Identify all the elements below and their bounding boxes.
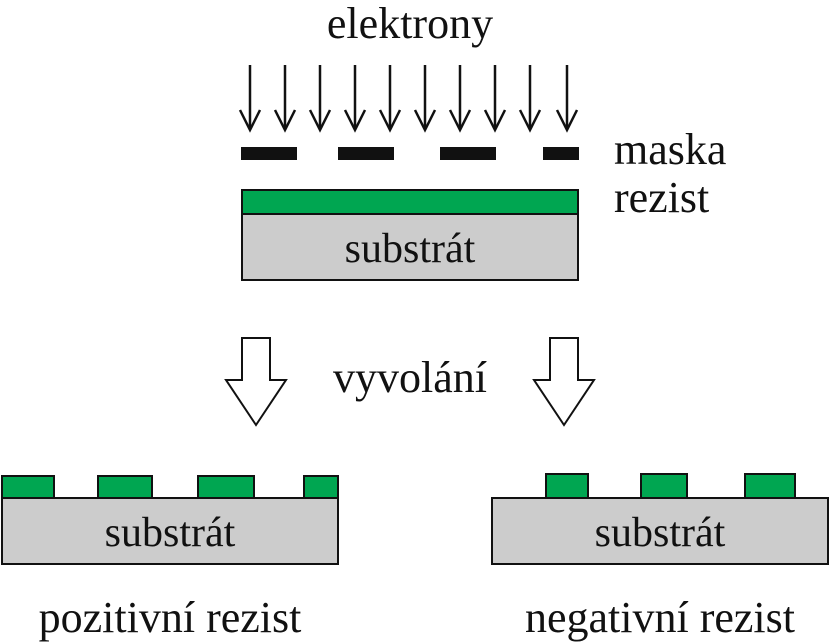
positive-resist-label: pozitivní rezist xyxy=(39,593,302,642)
electron-arrow-icon xyxy=(413,65,437,133)
resist-block xyxy=(197,475,255,499)
development-label: vyvolání xyxy=(333,353,487,402)
resist-block xyxy=(1,475,55,499)
electron-arrow-icon xyxy=(238,65,262,133)
substrate-right xyxy=(491,497,829,565)
resist-block xyxy=(744,473,796,499)
electron-arrows xyxy=(238,65,579,133)
electron-arrow-icon xyxy=(518,65,542,133)
resist-block xyxy=(97,475,153,499)
substrate-left-label: substrát xyxy=(105,510,236,556)
electron-arrow-icon xyxy=(448,65,472,133)
positive-resist-result: substrát xyxy=(1,475,339,565)
development-arrow-right-icon xyxy=(532,337,596,427)
resist-layer xyxy=(241,189,579,215)
beam-label: elektrony xyxy=(327,0,493,48)
substrate-top-label: substrát xyxy=(345,226,476,272)
development-arrow-left-icon xyxy=(224,337,288,427)
mask-segment xyxy=(440,147,496,160)
electron-arrow-icon xyxy=(378,65,402,133)
resist-block xyxy=(303,475,339,499)
resist-block xyxy=(545,473,589,499)
electron-arrow-icon xyxy=(483,65,507,133)
substrate-left xyxy=(1,497,339,565)
electron-arrow-icon xyxy=(273,65,297,133)
electron-arrow-icon xyxy=(308,65,332,133)
substrate-top xyxy=(241,213,579,281)
mask-label: maska xyxy=(614,125,726,174)
resist-block xyxy=(640,473,688,499)
negative-resist-label: negativní rezist xyxy=(525,593,795,642)
substrate-right-label: substrát xyxy=(595,510,726,556)
negative-resist-result: substrát xyxy=(491,473,829,565)
electron-arrow-icon xyxy=(343,65,367,133)
electron-arrow-icon xyxy=(555,65,579,133)
mask-segment xyxy=(543,147,579,160)
mask-segment xyxy=(338,147,394,160)
mask-segment xyxy=(241,147,297,160)
resist-label: rezist xyxy=(614,173,709,222)
mask xyxy=(241,147,579,160)
